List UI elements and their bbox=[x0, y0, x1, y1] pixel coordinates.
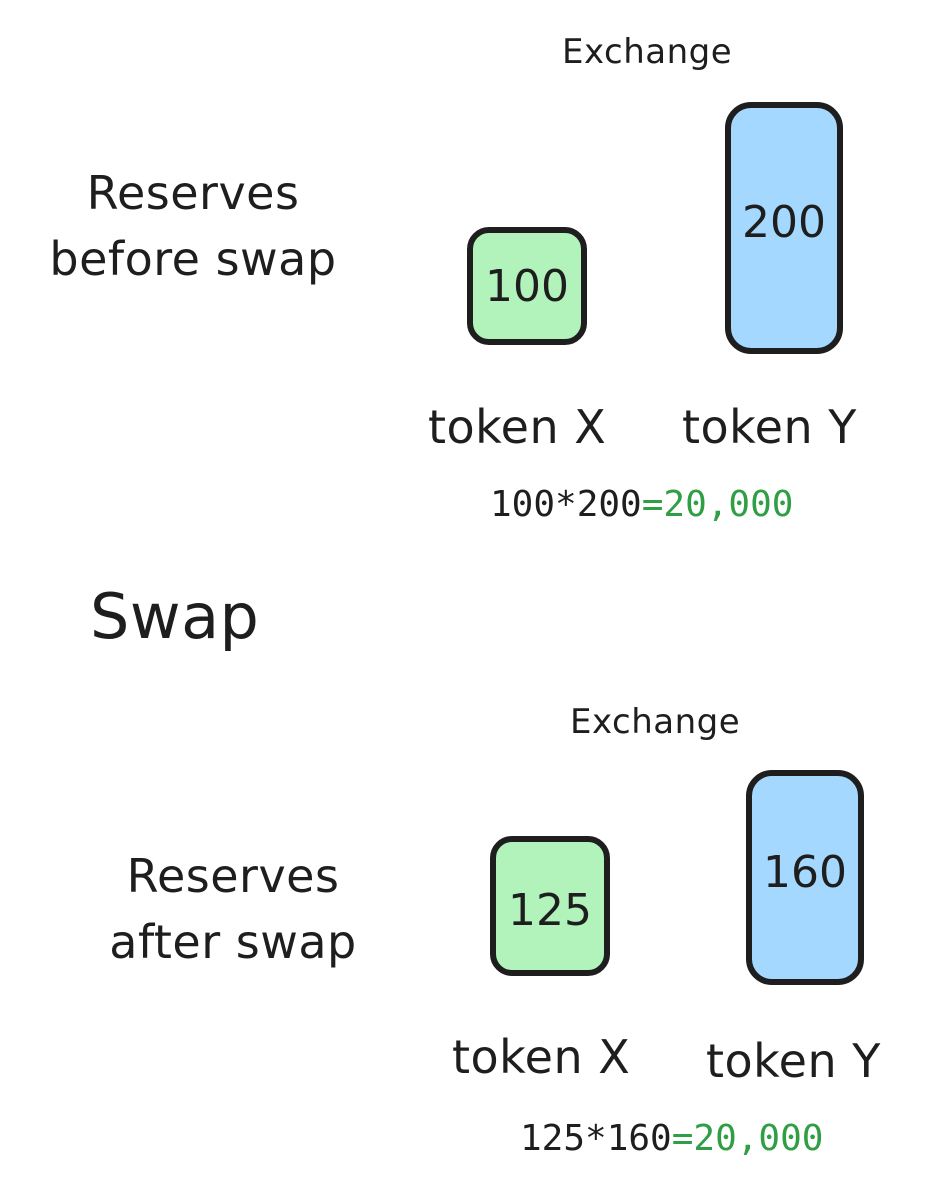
after-formula: 125*160=20,000 bbox=[520, 1118, 823, 1159]
after-token-x-amount: 125 bbox=[508, 884, 592, 936]
swap-label: Swap bbox=[90, 580, 260, 653]
after-exchange-label: Exchange bbox=[570, 702, 741, 742]
before-token-x-box: 100 bbox=[467, 227, 587, 345]
before-reserves-line2: before swap bbox=[49, 232, 337, 286]
after-token-x-box: 125 bbox=[490, 836, 610, 976]
after-token-y-amount: 160 bbox=[763, 847, 847, 898]
after-token-y-box: 160 bbox=[746, 770, 864, 985]
after-formula-result: =20,000 bbox=[671, 1118, 824, 1159]
before-token-y-box: 200 bbox=[725, 102, 843, 354]
before-reserves-label: Reserves before swap bbox=[28, 160, 358, 292]
before-token-x-amount: 100 bbox=[485, 260, 569, 312]
before-token-x-label: token X bbox=[428, 400, 607, 454]
before-formula-result: =20,000 bbox=[641, 484, 794, 525]
after-token-y-label: token Y bbox=[706, 1034, 881, 1088]
before-formula-expression: 100*200 bbox=[490, 484, 642, 525]
after-reserves-line2: after swap bbox=[109, 915, 357, 969]
before-token-y-amount: 200 bbox=[742, 196, 826, 248]
after-reserves-line1: Reserves bbox=[126, 849, 340, 903]
after-formula-expression: 125*160 bbox=[520, 1118, 672, 1159]
before-token-y-label: token Y bbox=[682, 400, 857, 454]
before-reserves-line1: Reserves bbox=[86, 166, 300, 220]
before-formula: 100*200=20,000 bbox=[490, 484, 793, 525]
after-reserves-label: Reserves after swap bbox=[68, 843, 398, 975]
before-exchange-label: Exchange bbox=[562, 32, 733, 72]
after-token-x-label: token X bbox=[452, 1030, 631, 1084]
